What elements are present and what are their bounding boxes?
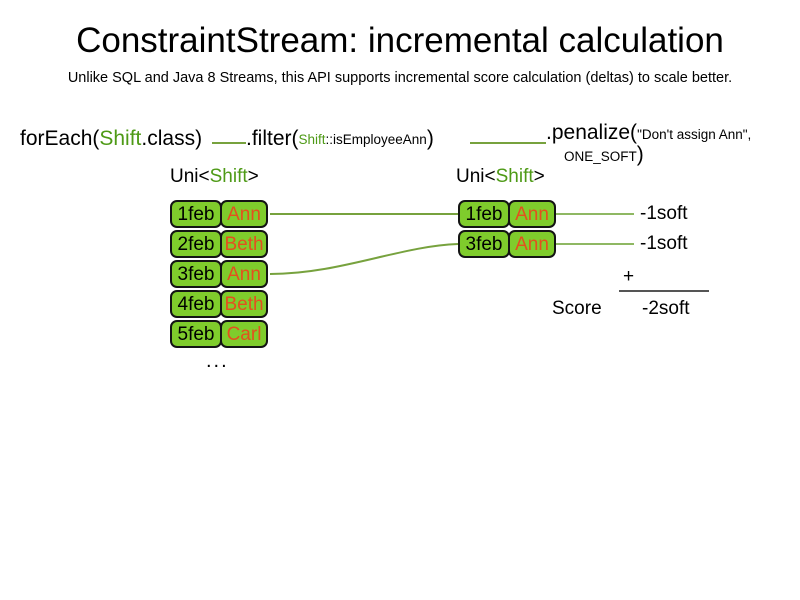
- foreach-suffix: .class): [141, 127, 203, 150]
- filter-method: ::isEmployeeAnn: [325, 132, 427, 147]
- filter-expression: .filter(Shift::isEmployeeAnn): [246, 126, 434, 151]
- filter-type: Shift: [298, 132, 326, 147]
- left-stream-more-indicator: ...: [206, 350, 229, 372]
- list-item[interactable]: 2feb Beth: [170, 230, 268, 260]
- left-stream-caption: Uni<Shift>: [170, 166, 259, 188]
- page-subtitle: Unlike SQL and Java 8 Streams, this API …: [67, 70, 733, 86]
- shift-date: 3feb: [170, 260, 222, 288]
- shift-employee: Ann: [508, 200, 556, 228]
- shift-employee: Ann: [508, 230, 556, 258]
- shift-date: 4feb: [170, 290, 222, 318]
- score-penalty-1: -1soft: [640, 203, 688, 224]
- foreach-type: Shift: [99, 127, 142, 150]
- shift-employee: Beth: [220, 230, 268, 258]
- left-caption-prefix: Uni<: [170, 166, 210, 187]
- foreach-prefix: forEach(: [20, 127, 100, 150]
- list-item[interactable]: 1feb Ann: [170, 200, 268, 230]
- shift-employee: Carl: [220, 320, 268, 348]
- connector-row3: [269, 243, 459, 275]
- penalize-arg1: "Don't assign Ann",: [637, 127, 752, 142]
- penalize-suffix: ): [636, 143, 644, 166]
- score-penalty-2: -1soft: [640, 233, 688, 254]
- score-sum-operator: +: [623, 266, 635, 287]
- link-foreach-to-filter: [212, 142, 246, 144]
- shift-date: 1feb: [458, 200, 510, 228]
- page-title: ConstraintStream: incremental calculatio…: [76, 21, 724, 60]
- shift-employee: Ann: [220, 260, 268, 288]
- shift-date: 5feb: [170, 320, 222, 348]
- score-total: -2soft: [642, 298, 690, 319]
- list-item[interactable]: 5feb Carl: [170, 320, 268, 350]
- shift-date: 3feb: [458, 230, 510, 258]
- right-stream-list: 1feb Ann 3feb Ann: [458, 200, 556, 260]
- shift-employee: Beth: [220, 290, 268, 318]
- left-caption-type: Shift: [209, 166, 248, 187]
- list-item[interactable]: 1feb Ann: [458, 200, 556, 230]
- link-filter-to-penalize: [470, 142, 546, 144]
- score-label: Score: [552, 298, 602, 319]
- left-caption-suffix: >: [247, 166, 259, 187]
- shift-date: 1feb: [170, 200, 222, 228]
- penalize-prefix: .penalize(: [546, 121, 638, 144]
- shift-date: 2feb: [170, 230, 222, 258]
- list-item[interactable]: 3feb Ann: [170, 260, 268, 290]
- left-stream-list: 1feb Ann 2feb Beth 3feb Ann 4feb Beth 5f…: [170, 200, 268, 350]
- right-stream-caption: Uni<Shift>: [456, 166, 545, 188]
- filter-suffix: ): [426, 127, 434, 150]
- penalize-expression: .penalize("Don't assign Ann", ONE_SOFT): [546, 120, 751, 167]
- list-item[interactable]: 4feb Beth: [170, 290, 268, 320]
- score-sum-rule: [619, 290, 709, 292]
- right-caption-suffix: >: [533, 166, 545, 187]
- pipeline-code-row: forEach(Shift.class) .filter(Shift::isEm…: [0, 121, 800, 176]
- foreach-expression: forEach(Shift.class): [20, 126, 202, 151]
- list-item[interactable]: 3feb Ann: [458, 230, 556, 260]
- right-caption-prefix: Uni<: [456, 166, 496, 187]
- penalize-arg2: ONE_SOFT: [564, 149, 637, 164]
- shift-employee: Ann: [220, 200, 268, 228]
- right-caption-type: Shift: [495, 166, 534, 187]
- filter-prefix: .filter(: [246, 127, 299, 150]
